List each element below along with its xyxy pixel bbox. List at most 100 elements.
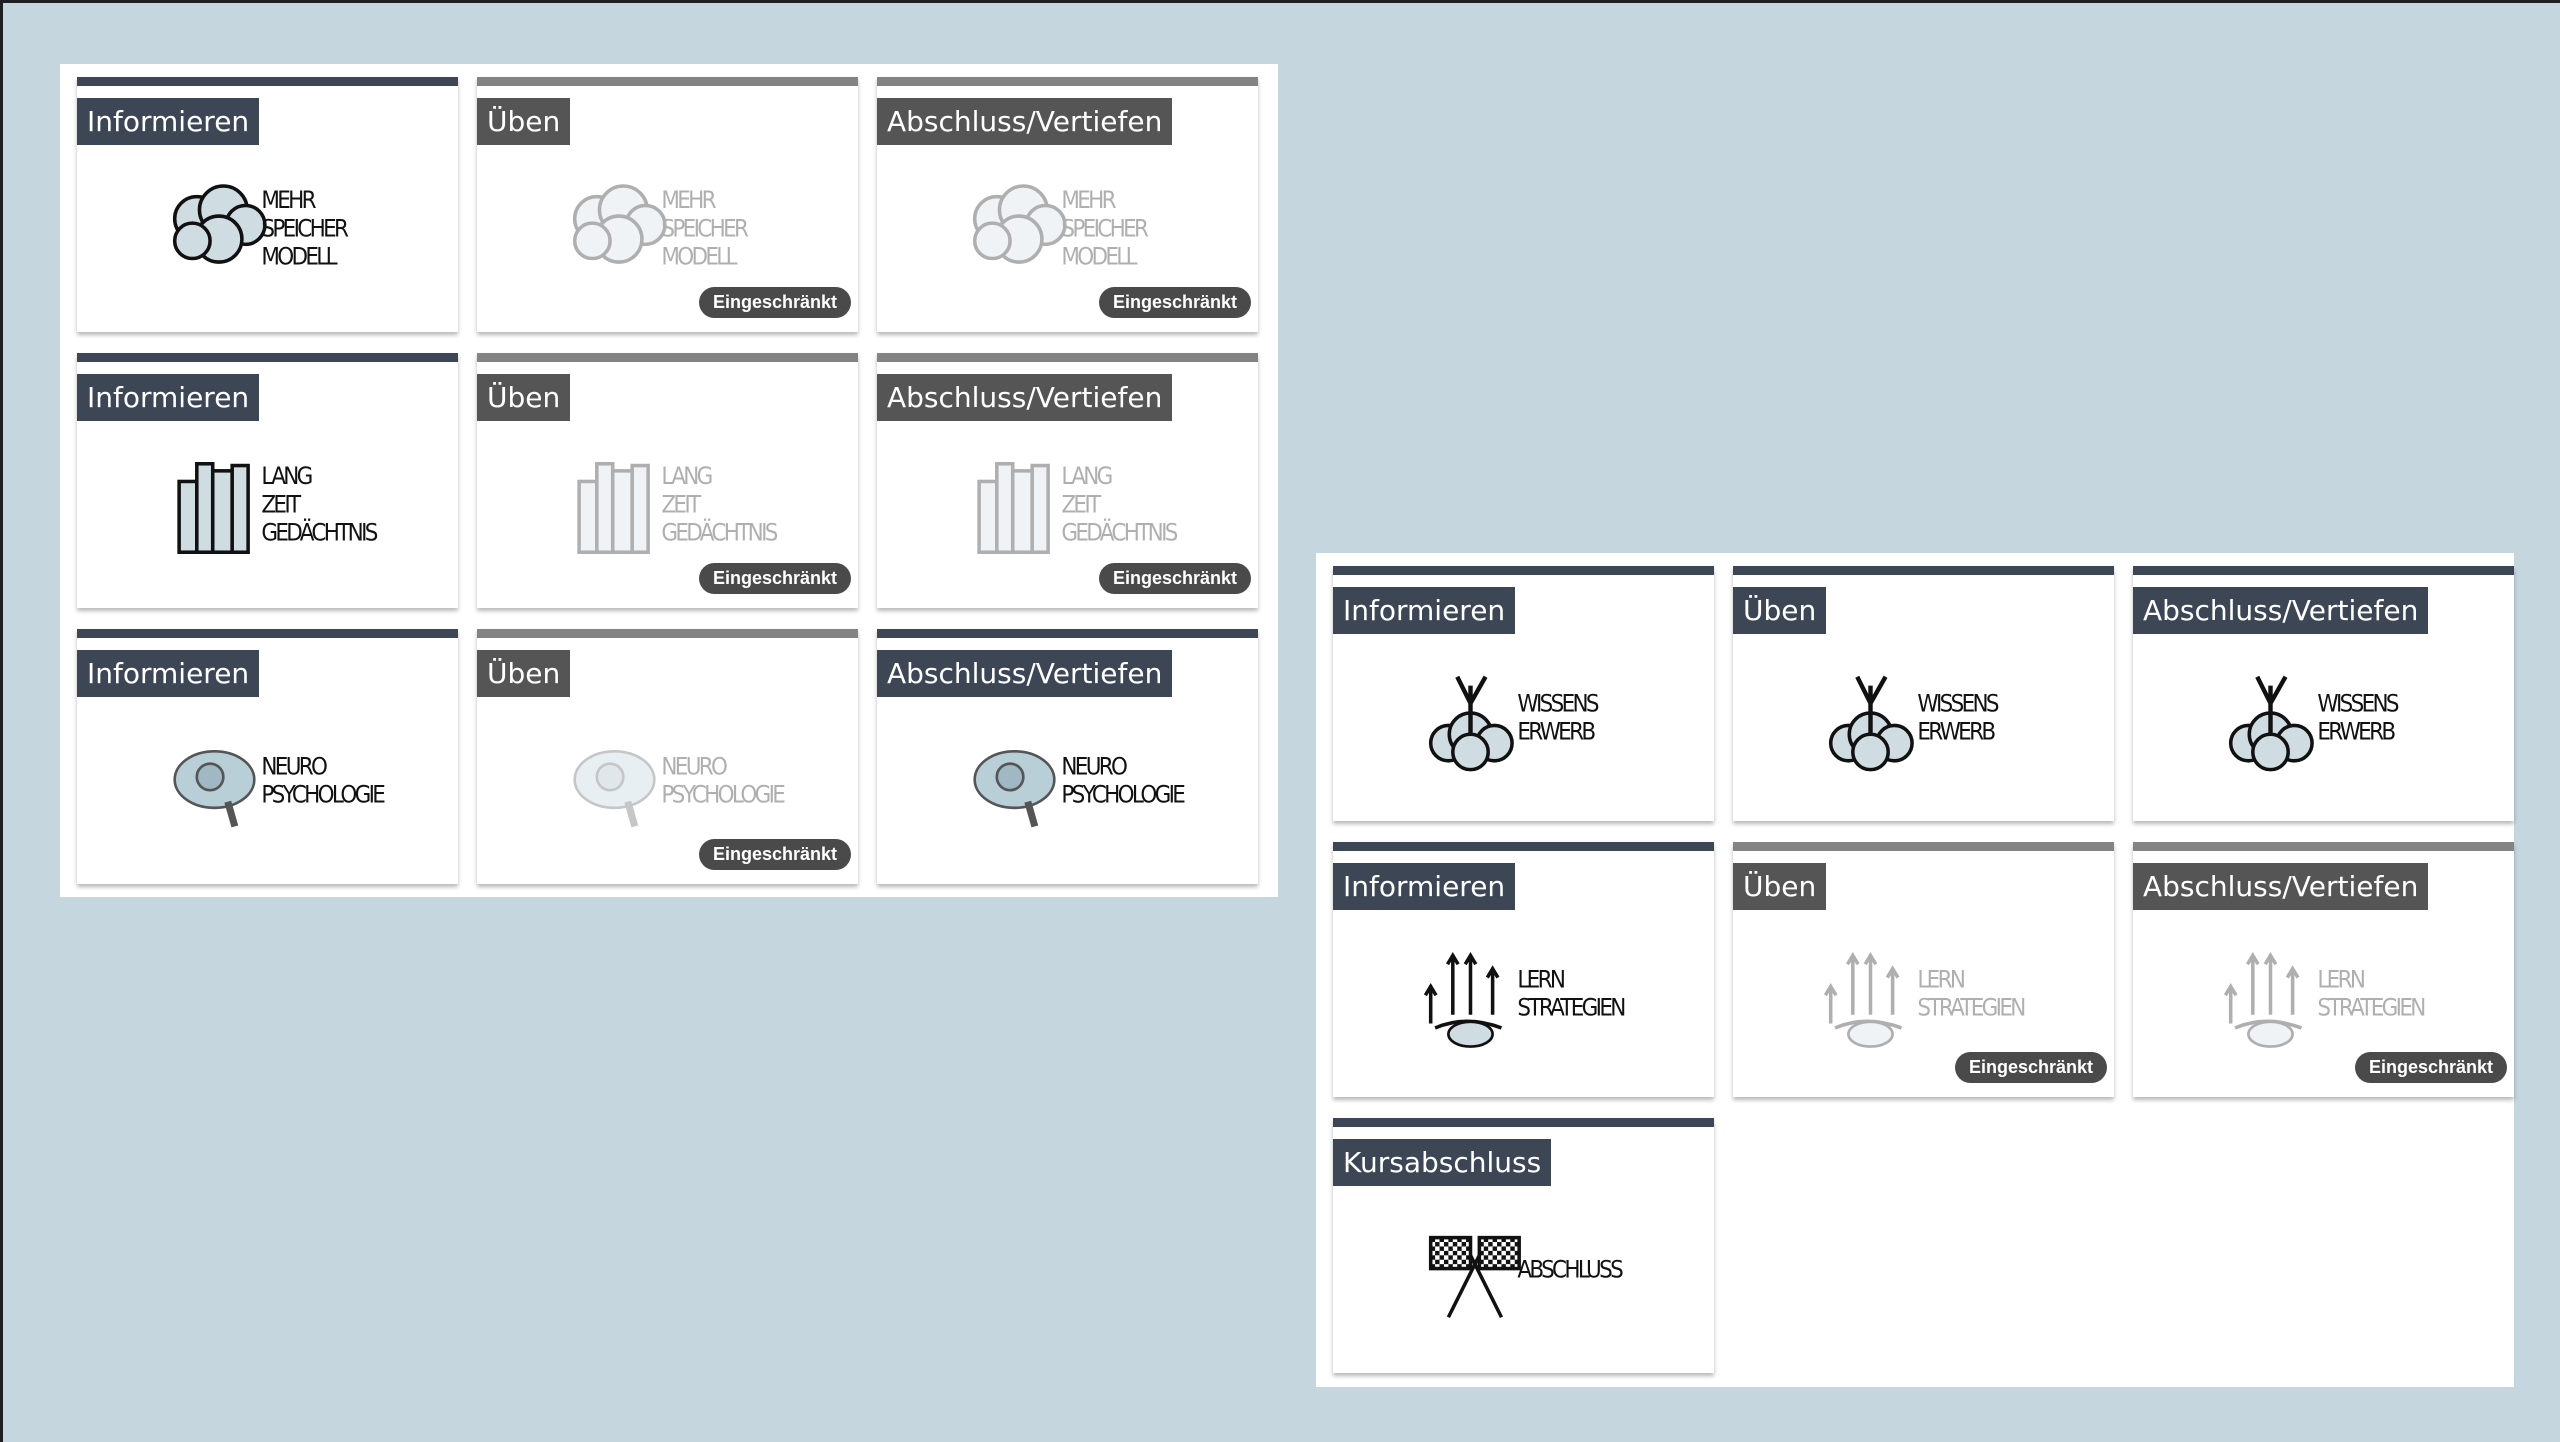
logo-lettering: NEURO <box>1061 752 1127 780</box>
tile-status-bar <box>2133 842 2514 851</box>
tile-status-bar <box>477 629 858 638</box>
logo-lettering: ZEIT <box>261 490 302 518</box>
logo-lettering: MEHR <box>661 186 716 214</box>
tile-category-label: Üben <box>477 98 571 145</box>
tile-category-label: Informieren <box>1333 587 1516 634</box>
tile-status-bar <box>1733 842 2114 851</box>
logo-lettering: LERN <box>1917 965 1963 993</box>
tile-status-bar <box>77 629 458 638</box>
tile-status-bar <box>477 353 858 362</box>
logo-lettering: MODELL <box>1061 243 1137 271</box>
tile-category-label: Abschluss/Vertiefen <box>2133 863 2429 910</box>
tile-status-bar <box>477 77 858 86</box>
logo-lettering: SPEICHER <box>661 214 749 242</box>
logo-lettering: MODELL <box>261 243 337 271</box>
tile-status-bar <box>1333 842 1714 851</box>
tile-category-label: Informieren <box>77 650 260 697</box>
restricted-badge: Eingeschränkt <box>1098 563 1251 594</box>
logo-lettering: ERWERB <box>1517 718 1595 746</box>
tile-category-label: Üben <box>1733 587 1827 634</box>
logo-lettering: MEHR <box>261 186 316 214</box>
logo-lettering: WISSENS <box>2317 689 2399 717</box>
logo-lettering: MEHR <box>1061 186 1116 214</box>
logo-lettering: ABSCHLUSS <box>1517 1255 1623 1283</box>
logo-lettering: GEDÄCHTNIS <box>1061 518 1177 547</box>
tile-category-label: Informieren <box>77 374 260 421</box>
logo-lettering: SPEICHER <box>1061 214 1149 242</box>
tile-category-label: Abschluss/Vertiefen <box>877 650 1173 697</box>
logo-lettering: ZEIT <box>661 490 702 518</box>
tile-status-bar <box>77 77 458 86</box>
logo-lettering: LANG <box>261 462 311 490</box>
restricted-badge: Eingeschränkt <box>2354 1052 2507 1083</box>
logo-lettering: LANG <box>1061 462 1111 490</box>
logo-lettering: MODELL <box>661 243 737 271</box>
tile-status-bar <box>77 353 458 362</box>
restricted-badge: Eingeschränkt <box>1098 287 1251 318</box>
logo-lettering: GEDÄCHTNIS <box>261 518 377 547</box>
tile-category-label: Üben <box>477 650 571 697</box>
logo-lettering: STRATEGIEN <box>1917 994 2024 1022</box>
tile-status-bar <box>877 353 1258 362</box>
logo-lettering: NEURO <box>261 752 327 780</box>
logo-lettering: STRATEGIEN <box>2317 994 2424 1022</box>
tile-category-label: Üben <box>477 374 571 421</box>
tile-category-label: Kursabschluss <box>1333 1139 1552 1186</box>
tile-status-bar <box>2133 566 2514 575</box>
tile-status-bar <box>1333 566 1714 575</box>
logo-lettering: WISSENS <box>1517 689 1599 717</box>
logo-lettering: ERWERB <box>1917 718 1995 746</box>
logo-lettering: PSYCHOLOGIE <box>261 781 385 809</box>
logo-lettering: ZEIT <box>1061 490 1102 518</box>
logo-lettering: LERN <box>1517 965 1563 993</box>
logo-lettering: NEURO <box>661 752 727 780</box>
logo-lettering: PSYCHOLOGIE <box>1061 781 1185 809</box>
tile-category-label: Üben <box>1733 863 1827 910</box>
tile-category-label: Abschluss/Vertiefen <box>2133 587 2429 634</box>
tile-status-bar <box>1333 1118 1714 1127</box>
logo-lettering: STRATEGIEN <box>1517 994 1624 1022</box>
logo-lettering: LERN <box>2317 965 2363 993</box>
tile-category-label: Informieren <box>77 98 260 145</box>
tile-category-label: Informieren <box>1333 863 1516 910</box>
logo-lettering: PSYCHOLOGIE <box>661 781 785 809</box>
logo-lettering: ERWERB <box>2317 718 2395 746</box>
restricted-badge: Eingeschränkt <box>698 563 851 594</box>
tile-category-label: Abschluss/Vertiefen <box>877 98 1173 145</box>
restricted-badge: Eingeschränkt <box>1954 1052 2107 1083</box>
logo-lettering: GEDÄCHTNIS <box>661 518 777 547</box>
restricted-badge: Eingeschränkt <box>698 287 851 318</box>
restricted-badge: Eingeschränkt <box>698 839 851 870</box>
